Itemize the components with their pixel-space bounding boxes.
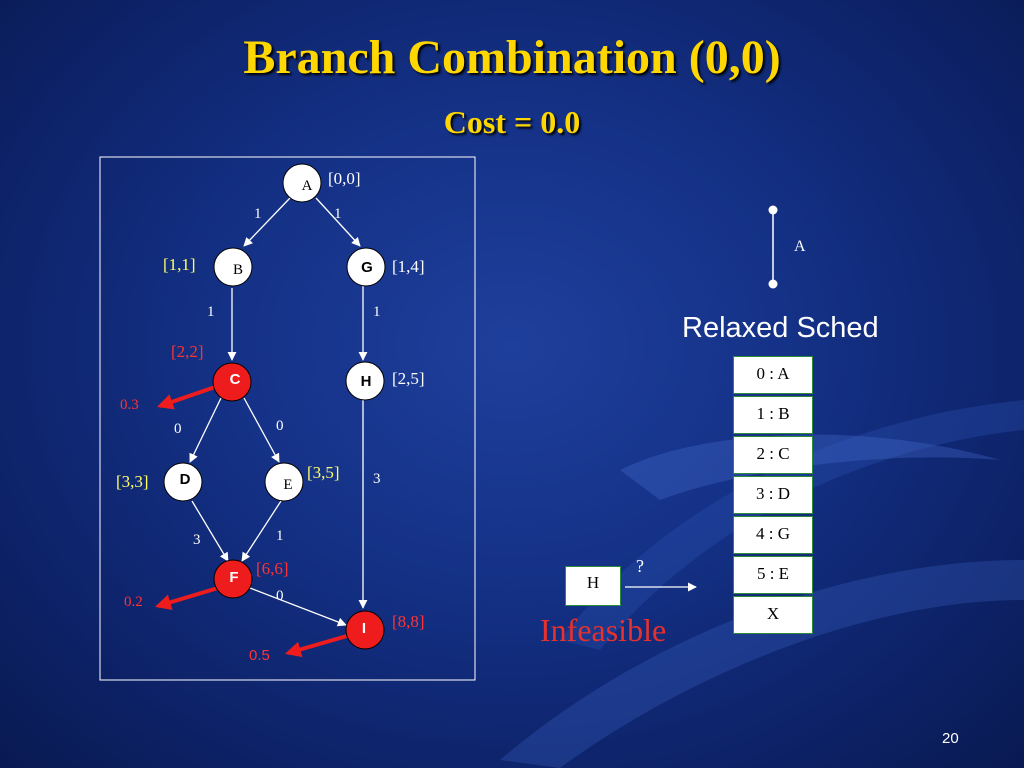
interval-G: [1,4] bbox=[392, 257, 425, 276]
graph-frame bbox=[99, 156, 476, 681]
node-C-label: C bbox=[230, 371, 241, 388]
prob-label-C: 0.3 bbox=[120, 397, 139, 413]
probability-arrows bbox=[154, 384, 348, 658]
slide-subtitle: Cost = 0.0 bbox=[443, 104, 581, 140]
interval-D: [3,3] bbox=[116, 472, 149, 491]
node-F: F bbox=[213, 559, 253, 599]
candidate-question-mark: ? bbox=[636, 556, 644, 576]
prob-arrow-C bbox=[156, 384, 219, 410]
interval-I: [8,8] bbox=[392, 612, 425, 631]
weight-B-C: 1 bbox=[207, 304, 215, 320]
weight-A-G: 1 bbox=[334, 206, 342, 222]
probability-labels: 0.3 0.2 0.5 bbox=[120, 397, 270, 664]
interval-H: [2,5] bbox=[392, 369, 425, 388]
interval-E: [3,5] bbox=[307, 463, 340, 482]
node-H-label: H bbox=[361, 373, 372, 390]
edge-D-F bbox=[191, 500, 229, 562]
node-G: G bbox=[346, 247, 386, 287]
edge-F-I bbox=[249, 587, 347, 627]
node-A: A bbox=[282, 163, 322, 203]
edge-A-B bbox=[243, 197, 291, 247]
node-E: E bbox=[264, 462, 304, 502]
node-C: C bbox=[212, 362, 252, 402]
edge-C-D bbox=[189, 397, 222, 463]
interval-A: [0,0] bbox=[328, 169, 361, 188]
schedule-row: 2 : C bbox=[733, 436, 813, 474]
weight-C-D: 0 bbox=[174, 421, 182, 437]
relaxed-sched-title: Relaxed Sched bbox=[682, 312, 879, 344]
relaxed-segment-label: A bbox=[794, 238, 806, 255]
candidate-node-box: H bbox=[565, 566, 621, 606]
schedule-row: 3 : D bbox=[733, 476, 813, 514]
prob-label-F: 0.2 bbox=[124, 594, 143, 610]
edge-A-G bbox=[315, 197, 361, 247]
prob-arrow-I bbox=[284, 634, 348, 658]
schedule-row: X bbox=[733, 596, 813, 634]
weight-C-E: 0 bbox=[276, 418, 284, 434]
node-D: D bbox=[163, 462, 203, 502]
weight-E-F: 1 bbox=[276, 528, 284, 544]
node-F-label: F bbox=[229, 569, 238, 586]
edge-C-E bbox=[243, 397, 280, 463]
interval-labels: [0,0] [1,1] [1,4] [2,2] [2,5] [3,3] [3,5… bbox=[116, 169, 425, 631]
node-H: H bbox=[345, 361, 385, 401]
node-B-label: B bbox=[233, 262, 243, 278]
weight-A-B: 1 bbox=[254, 206, 262, 222]
schedule-row: 0 : A bbox=[733, 356, 813, 394]
prob-arrow-F bbox=[154, 586, 219, 610]
weight-D-F: 3 bbox=[193, 532, 201, 548]
weight-H-I: 3 bbox=[373, 471, 381, 487]
node-I: I bbox=[345, 610, 385, 650]
infeasible-label: Infeasible bbox=[540, 612, 667, 648]
relaxed-schedule-table: 0 : A 1 : B 2 : C 3 : D 4 : G 5 : E X bbox=[733, 356, 813, 636]
prob-label-I: 0.5 bbox=[249, 647, 270, 664]
edges bbox=[189, 197, 368, 627]
schedule-row: 1 : B bbox=[733, 396, 813, 434]
node-B: B bbox=[213, 247, 253, 287]
relaxed-segment: A bbox=[768, 205, 806, 289]
weight-F-I: 0 bbox=[276, 588, 284, 604]
page-number: 20 bbox=[942, 730, 959, 747]
node-D-label: D bbox=[180, 471, 191, 488]
schedule-row: 5 : E bbox=[733, 556, 813, 594]
node-E-label: E bbox=[283, 477, 292, 493]
edge-E-F bbox=[241, 500, 282, 562]
interval-C: [2,2] bbox=[171, 342, 204, 361]
node-A-label: A bbox=[302, 178, 313, 194]
node-G-label: G bbox=[361, 259, 373, 276]
interval-F: [6,6] bbox=[256, 559, 289, 578]
node-I-label: I bbox=[362, 620, 366, 637]
interval-B: [1,1] bbox=[163, 255, 196, 274]
weight-G-H: 1 bbox=[373, 304, 381, 320]
schedule-row: 4 : G bbox=[733, 516, 813, 554]
nodes: A B G C H D E bbox=[163, 163, 386, 650]
edge-weights: 1 1 1 1 0 0 3 3 1 0 bbox=[174, 206, 381, 604]
slide-title: Branch Combination (0,0) bbox=[243, 31, 781, 84]
